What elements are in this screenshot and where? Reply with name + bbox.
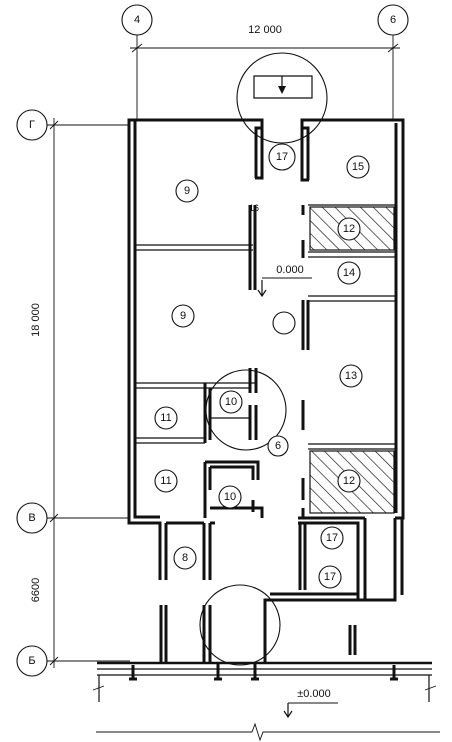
dimension-left-upper: 18 000 <box>30 303 42 337</box>
axis-label-6: 6 <box>390 14 396 26</box>
axis-markers: 4 6 Г В Б <box>16 4 409 677</box>
room-12-lower-bubble <box>337 469 361 493</box>
detail-6-bubble <box>267 435 289 457</box>
room-10-lower-label: 10 <box>224 491 236 503</box>
axis-label-v: В <box>28 512 35 524</box>
room-14-bubble <box>337 261 361 285</box>
axis-label-4: 4 <box>134 14 140 26</box>
room-17-a-bubble <box>320 526 344 550</box>
room-9-lower-bubble <box>171 304 195 328</box>
room-11-lower-bubble <box>154 469 178 493</box>
detail-6-label: 6 <box>275 440 281 452</box>
outer-walls <box>127 118 405 663</box>
room-14-label: 14 <box>343 267 355 279</box>
room-17-b-label: 17 <box>324 571 336 583</box>
room-17-a-label: 17 <box>326 532 338 544</box>
axis-label-g: Г <box>29 119 35 131</box>
room-9-lower-label: 9 <box>180 310 186 322</box>
detail-circles <box>199 52 328 666</box>
room-11-upper-bubble <box>154 406 178 430</box>
room-9-upper-label: 9 <box>184 185 190 197</box>
room-12-upper-label: 12 <box>343 223 355 235</box>
room-11-upper-label: 11 <box>160 412 171 424</box>
room-11-lower-label: 11 <box>160 475 171 487</box>
room-9-upper-bubble <box>175 179 199 203</box>
room-15-label: 15 <box>352 161 364 173</box>
room-10-lower-bubble <box>218 485 242 509</box>
mark-16-label: 16 <box>249 203 259 213</box>
interior-walls <box>135 118 396 518</box>
room-15-bubble <box>346 155 370 179</box>
room-8-label: 8 <box>182 552 188 564</box>
dimension-left-lower: 6600 <box>30 578 42 602</box>
room-17-entry-label: 17 <box>276 151 288 163</box>
ground-line <box>92 661 440 742</box>
floor-level-label: 0.000 <box>276 264 304 276</box>
room-12-upper-bubble <box>337 217 361 241</box>
level-markers: 0.000 ±0.000 <box>257 264 338 719</box>
room-10-upper-bubble <box>219 390 243 414</box>
room-12-lower-label: 12 <box>343 475 355 487</box>
dimension-top: 12 000 <box>248 24 282 36</box>
axis-label-b: Б <box>28 655 35 667</box>
room-13-label: 13 <box>345 370 357 382</box>
room-17-entry-bubble <box>268 143 296 171</box>
room-8-bubble <box>173 546 197 570</box>
room-17-b-bubble <box>318 565 342 589</box>
column-circle <box>272 311 296 335</box>
entry-detail-circle <box>236 52 328 144</box>
detail-6-circle <box>205 369 287 451</box>
room-13-bubble <box>339 364 363 388</box>
room-labels: 17 15 9 12 14 9 13 10 11 11 12 10 8 17 1… <box>154 143 370 589</box>
lower-entry-detail-circle <box>199 584 281 666</box>
room-10-upper-label: 10 <box>225 396 237 408</box>
dimension-lines: 12 000 18 000 6600 <box>30 24 400 668</box>
ground-level-label: ±0.000 <box>297 688 331 700</box>
